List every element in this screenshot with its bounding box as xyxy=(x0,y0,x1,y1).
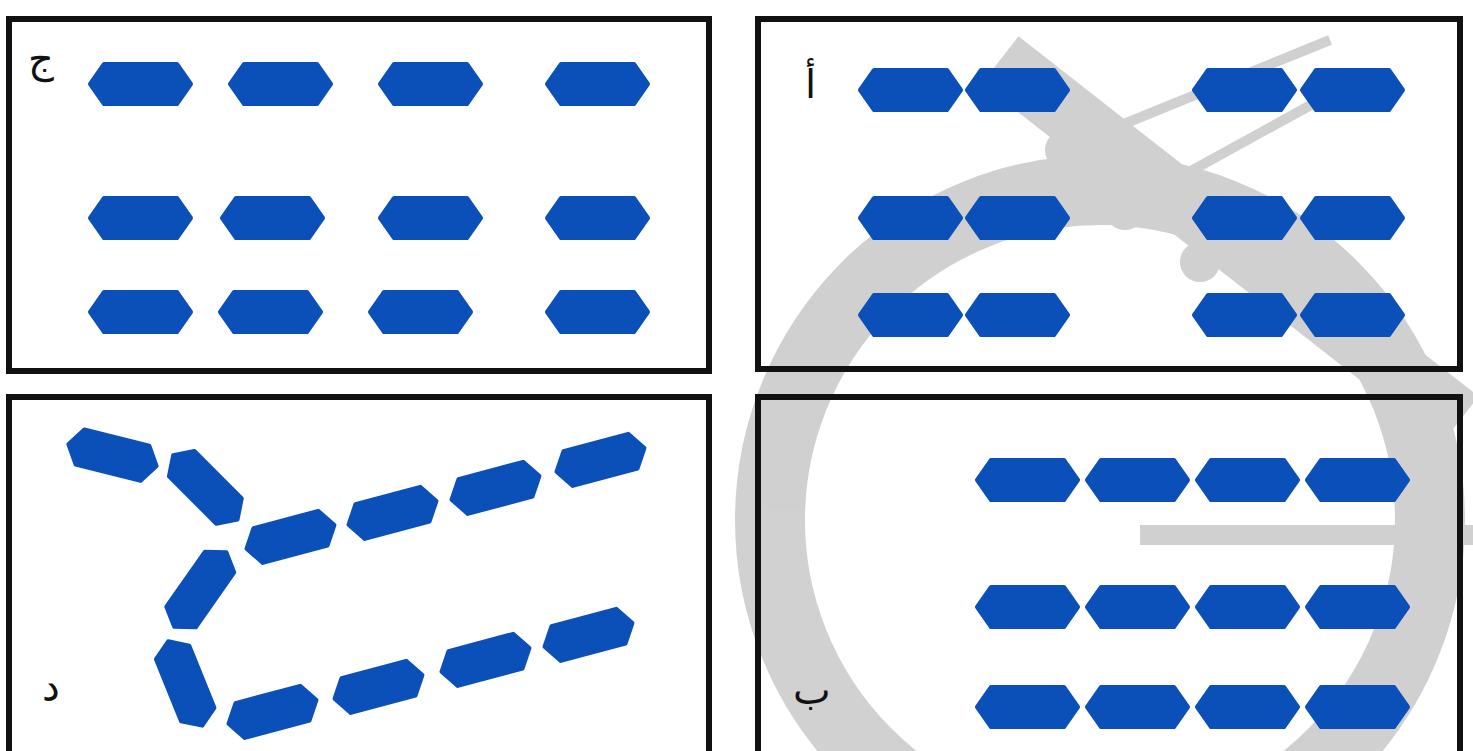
diagram-panel: د xyxy=(6,394,712,751)
diagram-panel: ج xyxy=(6,16,712,374)
panel-letter: د xyxy=(40,665,62,709)
single-bacilli xyxy=(90,64,648,332)
diagram-panel: ب xyxy=(755,394,1463,751)
branched-chain xyxy=(64,427,649,741)
panel-letter: ج xyxy=(26,36,56,80)
panel-letter: أ xyxy=(803,62,818,106)
panel-letter: ب xyxy=(791,668,833,712)
streptobacilli xyxy=(977,460,1408,727)
diplobacilli xyxy=(860,70,1403,335)
diagram-panel: أ xyxy=(755,16,1463,372)
